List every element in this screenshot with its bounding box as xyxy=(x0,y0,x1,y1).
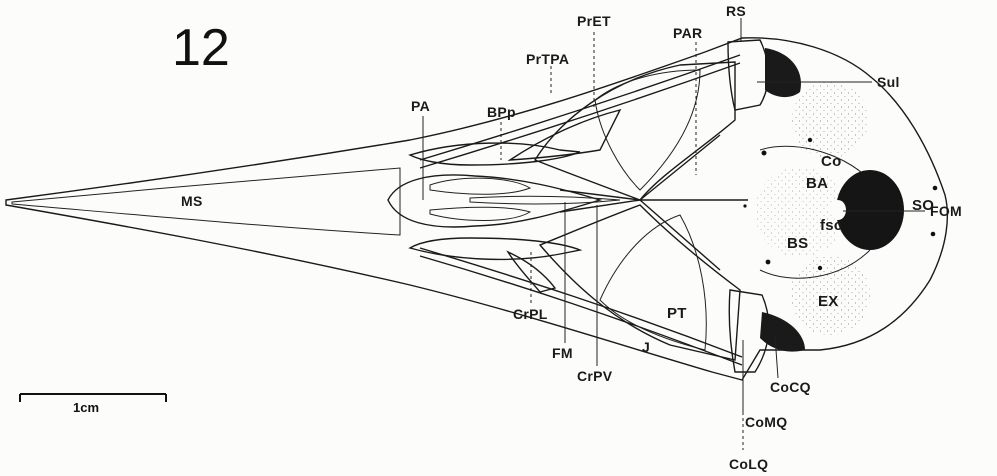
label-crpl: CrPL xyxy=(513,306,548,322)
quadrate-upper xyxy=(728,40,768,110)
jugal-bars xyxy=(420,55,742,365)
anatomical-labels: MS PA BPp PrTPA PrET PAR RS Sul Co BA SO… xyxy=(181,3,962,472)
label-rs: RS xyxy=(726,3,746,19)
label-pret: PrET xyxy=(577,13,611,29)
label-comq: CoMQ xyxy=(745,414,787,430)
label-crpv: CrPV xyxy=(577,368,613,384)
label-co: Co xyxy=(821,153,842,170)
label-fsc: fsc xyxy=(820,217,843,234)
scale-bar: 1cm xyxy=(20,394,166,415)
label-cocq: CoCQ xyxy=(770,379,811,395)
label-sul: Sul xyxy=(877,74,900,90)
label-ms: MS xyxy=(181,193,203,209)
label-fom: FOM xyxy=(930,203,962,219)
label-fm: FM xyxy=(552,345,573,361)
pterygoid-lower xyxy=(540,205,740,360)
label-ba: BA xyxy=(806,175,828,192)
figure-number: 12 xyxy=(172,19,230,77)
label-par: PAR xyxy=(673,25,702,41)
label-pa: PA xyxy=(411,98,430,114)
maxilla-beak xyxy=(12,168,400,235)
label-bs: BS xyxy=(787,235,808,252)
label-pt: PT xyxy=(667,305,687,322)
label-colq: CoLQ xyxy=(729,456,768,472)
label-bpp: BPp xyxy=(487,104,516,120)
scale-bar-label: 1cm xyxy=(73,400,99,415)
label-prtpa: PrTPA xyxy=(526,51,569,67)
label-j: J xyxy=(642,339,650,355)
orbit-upper xyxy=(535,62,735,200)
basipterygoid-wing-lower xyxy=(410,238,580,292)
label-ex: EX xyxy=(818,293,839,310)
sulcus-dark-upper xyxy=(765,48,801,97)
foramen-magnum xyxy=(830,170,904,250)
